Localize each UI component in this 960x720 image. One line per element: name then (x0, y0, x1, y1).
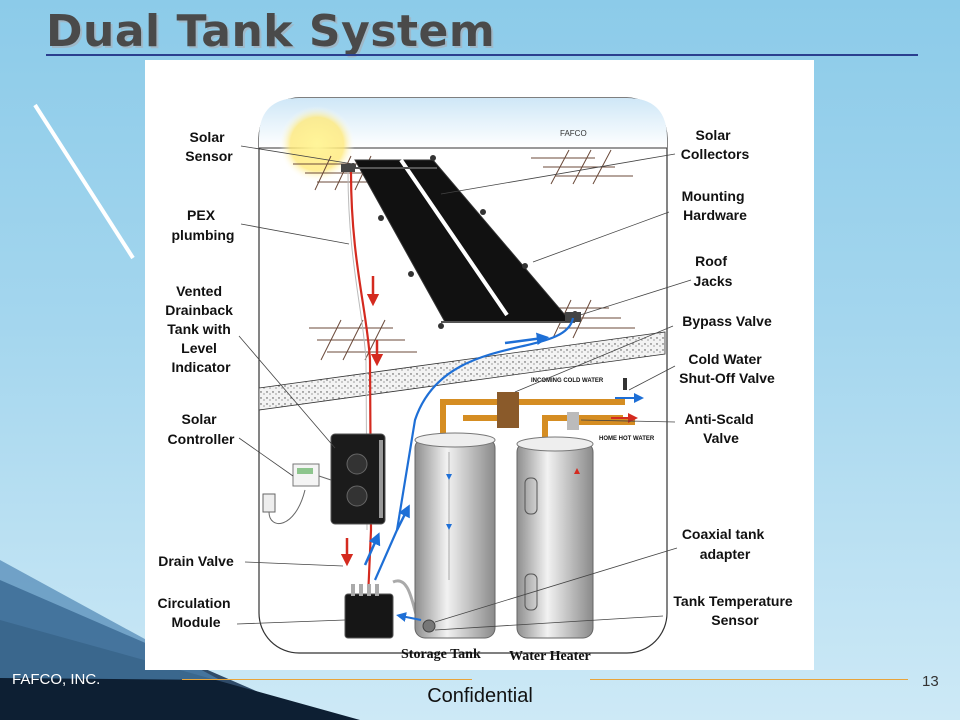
shutoff-valve (623, 378, 627, 390)
label-bypass-valve: Bypass Valve (682, 313, 772, 329)
storage-tank (414, 432, 496, 639)
slide-title: Dual Tank System (46, 6, 496, 57)
decorative-diagonal-line (33, 103, 135, 260)
incoming-cold-water-label: INCOMING COLD WATER (531, 378, 604, 384)
label-drainback-tank: Vented Drainback Tank with Level Indicat… (165, 283, 237, 375)
solar-controller (292, 463, 320, 487)
footer-rule-left (182, 679, 472, 680)
water-heater-label: Water Heater (509, 649, 591, 664)
label-solar-controller: Solar Controller (168, 411, 235, 447)
storage-tank-label: Storage Tank (401, 647, 481, 662)
sun-icon (279, 106, 355, 182)
brand-mark: FAFCO (560, 129, 587, 138)
footer-company: FAFCO, INC. (12, 671, 101, 688)
roof-trusses (293, 149, 635, 361)
label-drain-valve: Drain Valve (158, 553, 234, 569)
roof-deck (258, 331, 666, 411)
label-cold-water-shutoff: Cold Water Shut-Off Valve (679, 351, 775, 386)
footer-rule-right (590, 679, 908, 680)
pex-cold-return (373, 317, 575, 581)
home-hot-water-label: HOME HOT WATER (599, 436, 655, 442)
footer-confidential: Confidential (427, 685, 533, 707)
label-anti-scald-valve: Anti-Scald Valve (684, 411, 757, 446)
label-pex-plumbing: PEX plumbing (172, 207, 235, 243)
anti-scald-body (567, 412, 579, 430)
label-tank-temperature-sensor: Tank Temperature Sensor (673, 593, 796, 628)
label-circulation-module: Circulation Module (157, 595, 234, 630)
label-solar-sensor: Solar Sensor (185, 129, 233, 164)
label-roof-jacks: Roof Jacks (694, 253, 733, 289)
title-underline (46, 54, 918, 56)
drainback-tank (330, 433, 386, 525)
label-coaxial-tank-adapter: Coaxial tank adapter (682, 526, 768, 562)
diagram-panel: FAFCO (145, 60, 814, 670)
page-number: 13 (922, 673, 939, 690)
water-heater (516, 436, 594, 639)
solar-collectors-panel (341, 155, 581, 329)
label-mounting-hardware: Mounting Hardware (682, 188, 749, 223)
label-solar-collectors: Solar Collectors (681, 127, 750, 162)
coaxial-adapter (422, 619, 436, 633)
bypass-valve-body (497, 392, 519, 428)
sky-area (259, 98, 667, 148)
circulation-module (344, 579, 426, 639)
pex-hot-supply (349, 171, 373, 621)
dual-tank-diagram: FAFCO (157, 97, 796, 664)
power-outlet (262, 493, 276, 513)
